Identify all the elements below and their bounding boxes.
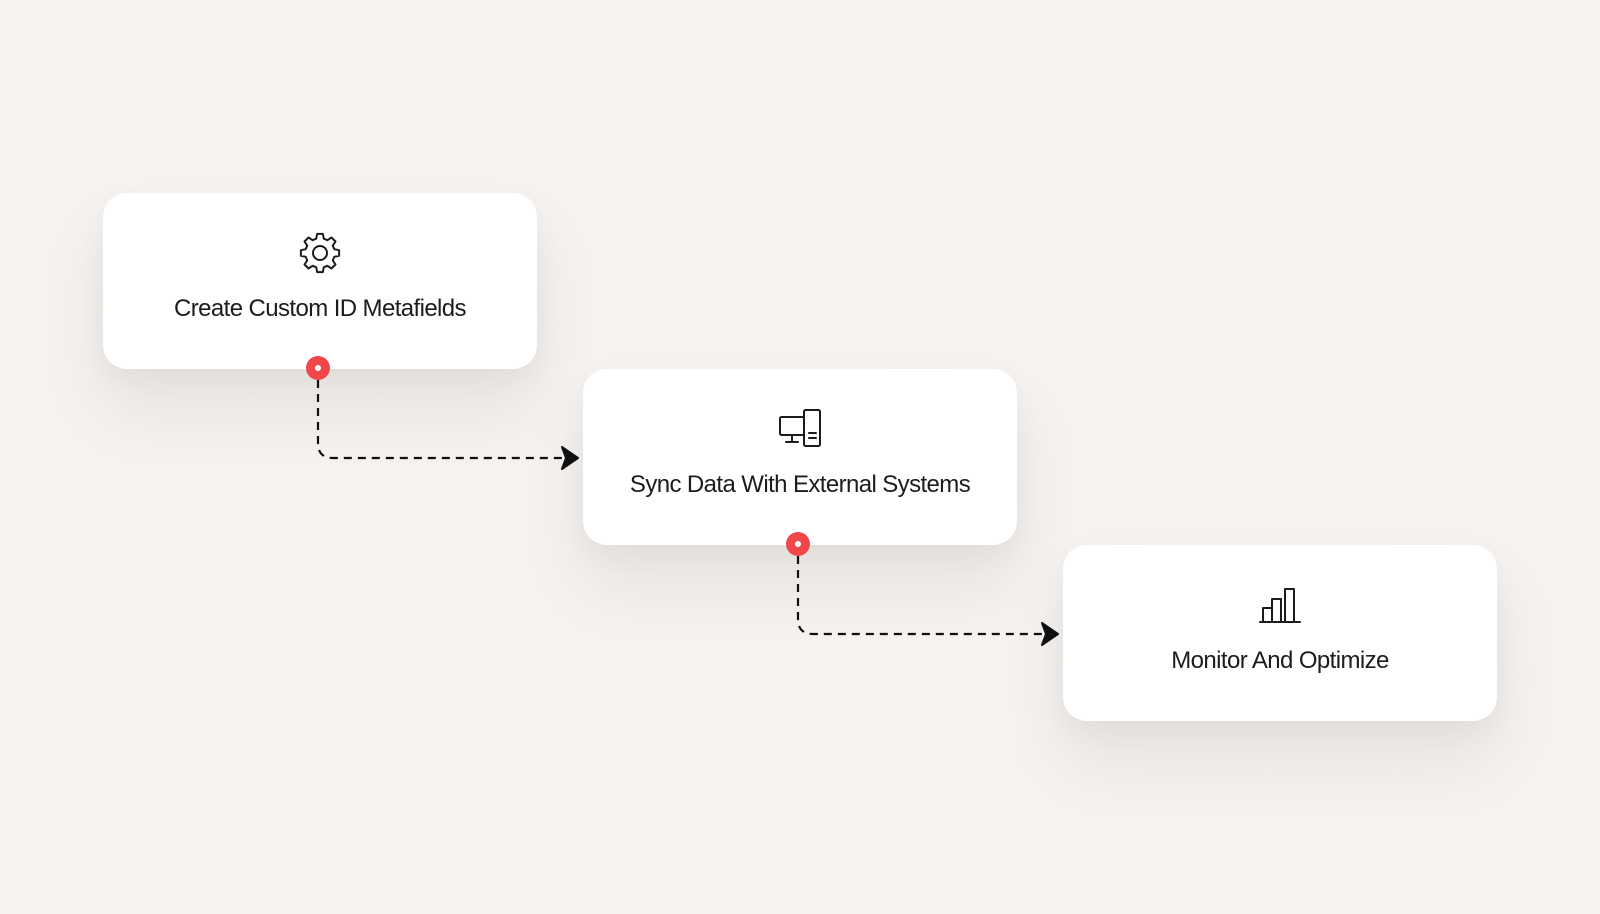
step-label: Create Custom ID Metafields — [174, 295, 467, 322]
desktop-computer-icon — [778, 407, 822, 451]
bar-chart-icon — [1258, 583, 1302, 627]
step-label: Sync Data With External Systems — [629, 471, 971, 498]
step-label: Monitor And Optimize — [1171, 647, 1389, 674]
gear-icon — [298, 231, 342, 275]
connector-dot-2 — [786, 532, 810, 556]
step-card-sync-data[interactable]: Sync Data With External Systems — [583, 369, 1017, 545]
step-card-monitor-optimize[interactable]: Monitor And Optimize — [1063, 545, 1497, 721]
step-card-create-metafields[interactable]: Create Custom ID Metafields — [103, 193, 537, 369]
connector-dot-1 — [306, 356, 330, 380]
